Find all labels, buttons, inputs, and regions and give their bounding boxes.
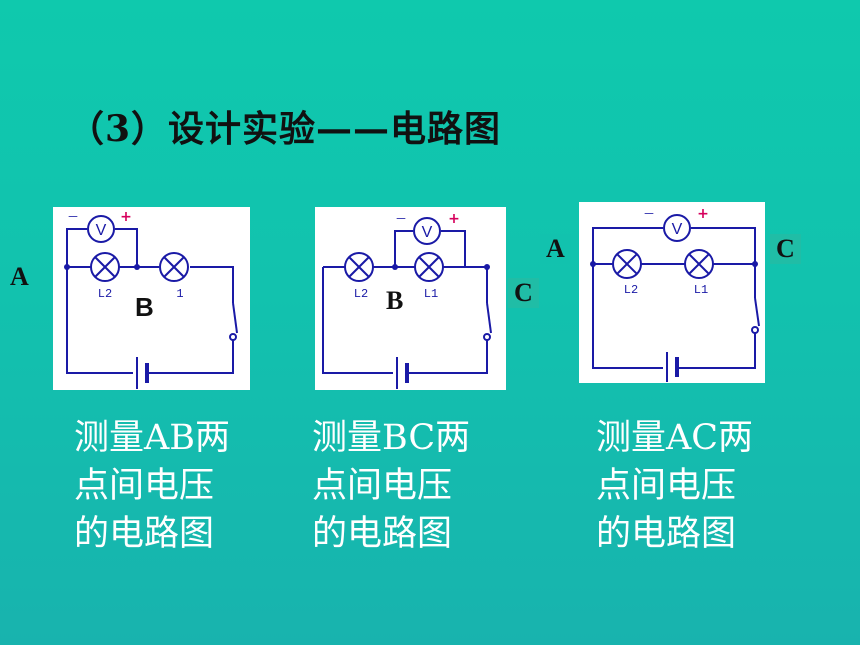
page-title: （3）设计实验——电路图 <box>68 108 502 150</box>
circuit-diagram-ac: V － + L2 L1 <box>579 202 765 383</box>
point-label-a: A <box>10 262 29 291</box>
lamp-label-l2: L2 <box>98 287 112 301</box>
caption-bc: 测量BC两 点间电压 的电路图 <box>312 414 470 558</box>
caption-line: 的电路图 <box>74 514 215 554</box>
voltmeter-label: V <box>672 221 683 238</box>
caption-line: 测量AB两 <box>74 418 230 458</box>
lamp-label-l1: L1 <box>424 287 438 301</box>
minus-label: － <box>643 207 655 221</box>
caption-line: 点间电压 <box>74 466 215 506</box>
circuit-ac-svg: V － + L2 L1 <box>590 206 760 382</box>
point-label-b: B <box>135 292 154 322</box>
lamp-label-l1: 1 <box>176 287 183 301</box>
lamp-label-l2: L2 <box>624 283 638 297</box>
caption-line: 测量BC两 <box>312 418 471 458</box>
minus-label: － <box>67 210 79 224</box>
caption-line: 的电路图 <box>596 514 737 554</box>
voltmeter-label: V <box>422 224 433 241</box>
plus-label: + <box>697 206 709 222</box>
circuit-ab-svg: V － + L2 1 <box>64 209 238 389</box>
caption-ac: 测量AC两 点间电压 的电路图 <box>596 414 753 558</box>
plus-label: + <box>448 211 460 227</box>
caption-line: 测量AC两 <box>596 418 754 458</box>
caption-line: 点间电压 <box>312 466 453 506</box>
point-label-a: A <box>540 234 571 264</box>
voltmeter-label: V <box>96 222 107 239</box>
plus-label: + <box>120 209 132 225</box>
minus-label: － <box>395 212 407 226</box>
point-label-c: C <box>508 278 539 308</box>
point-label-c: C <box>770 234 801 264</box>
lamp-label-l1: L1 <box>694 283 708 297</box>
circuit-bc-svg: V － + L2 L1 <box>322 211 492 389</box>
point-label-b: B <box>386 286 404 315</box>
lamp-label-l2: L2 <box>354 287 368 301</box>
circuit-diagram-ab: V － + L2 1 <box>53 207 250 390</box>
caption-line: 的电路图 <box>312 514 453 554</box>
circuit-diagram-bc: V － + L2 L1 <box>315 207 506 390</box>
caption-ab: 测量AB两 点间电压 的电路图 <box>74 414 230 558</box>
caption-line: 点间电压 <box>596 466 737 506</box>
